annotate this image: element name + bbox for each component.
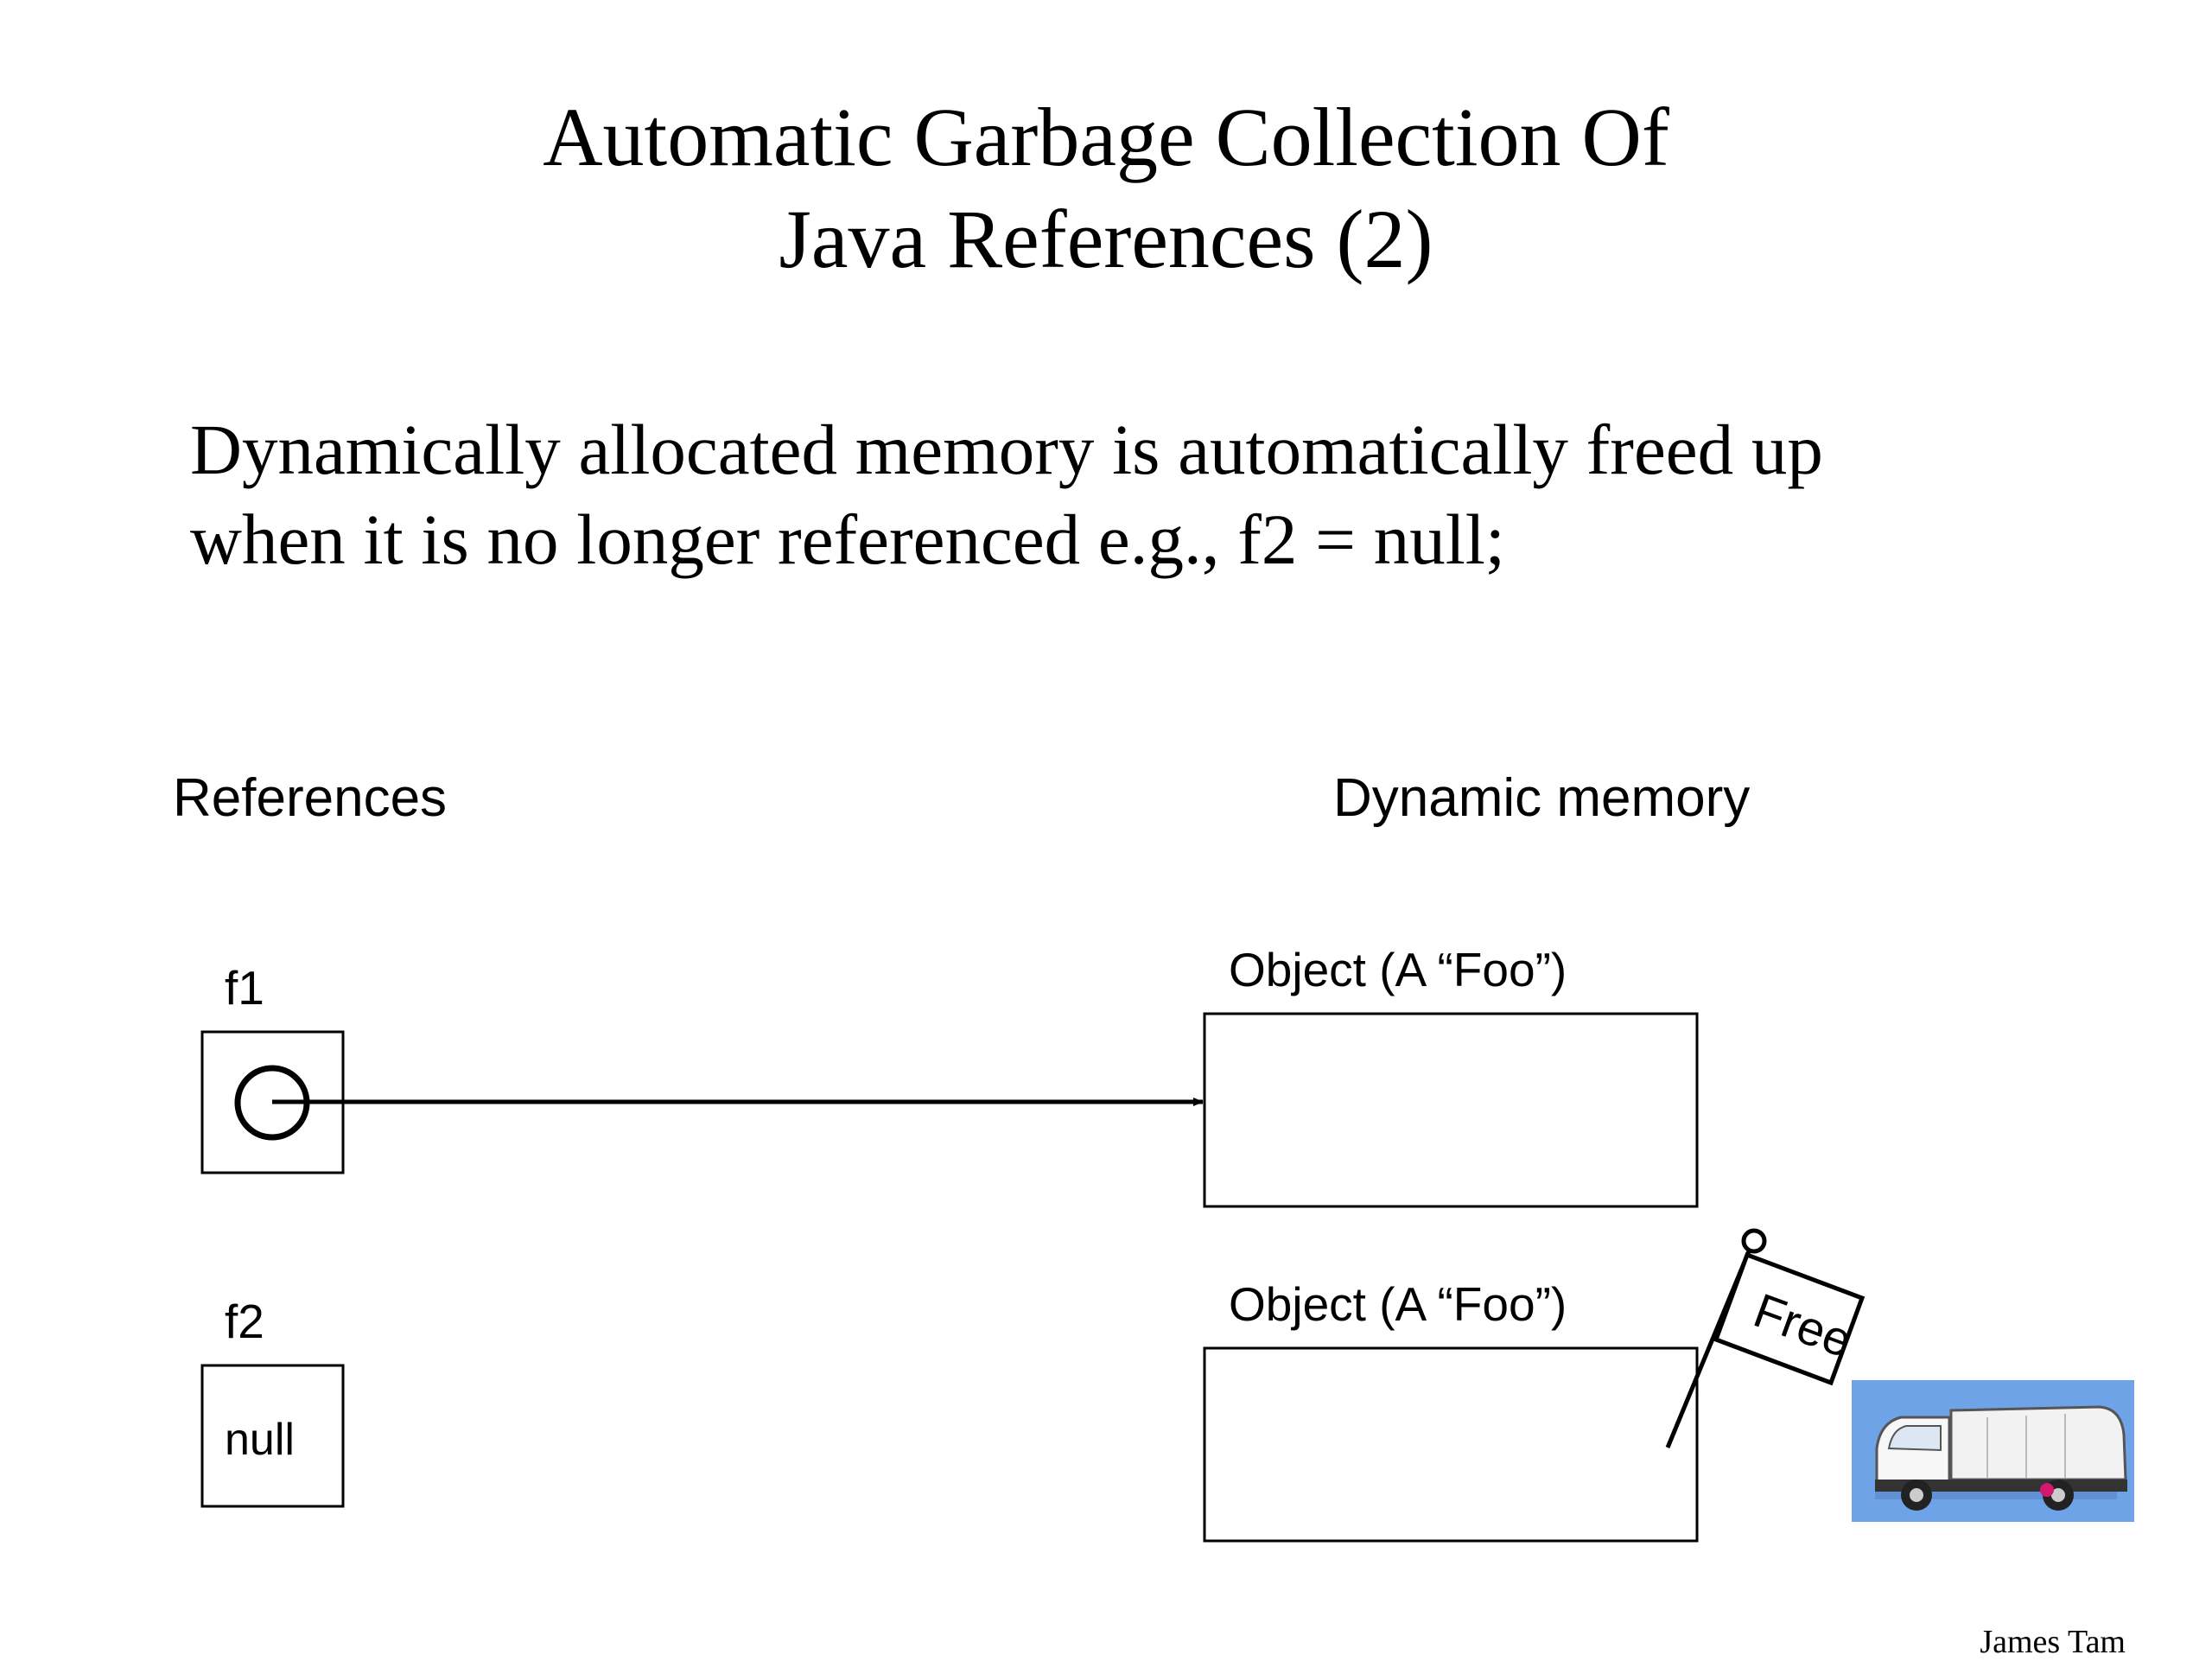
object-1-label: Object (A “Foo”) bbox=[1229, 943, 1567, 996]
object-1-box bbox=[1203, 1012, 1699, 1208]
dynamic-memory-heading: Dynamic memory bbox=[1333, 768, 1750, 828]
f2-null-value: null bbox=[225, 1415, 295, 1465]
references-heading: References bbox=[173, 768, 447, 828]
title-line-1: Automatic Garbage Collection Of bbox=[543, 91, 1669, 183]
slide-title: Automatic Garbage Collection Of Java Ref… bbox=[242, 86, 1970, 290]
f2-reference-box bbox=[200, 1364, 345, 1508]
title-line-2: Java References (2) bbox=[779, 193, 1433, 285]
body-line-2: when it is no longer referenced e.g., f2… bbox=[190, 500, 1505, 579]
body-line-1: Dynamically allocated memory is automati… bbox=[190, 410, 1823, 489]
object-2-label: Object (A “Foo”) bbox=[1229, 1277, 1567, 1331]
author-footer: James Tam bbox=[1980, 1624, 2126, 1660]
garbage-truck-icon bbox=[1852, 1380, 2134, 1522]
f1-label: f1 bbox=[225, 961, 264, 1015]
free-flag-icon: Free bbox=[1665, 1228, 1866, 1448]
object-2-box bbox=[1203, 1346, 1699, 1543]
f2-label: f2 bbox=[225, 1295, 264, 1348]
body-text: Dynamically allocated memory is automati… bbox=[190, 404, 2091, 584]
